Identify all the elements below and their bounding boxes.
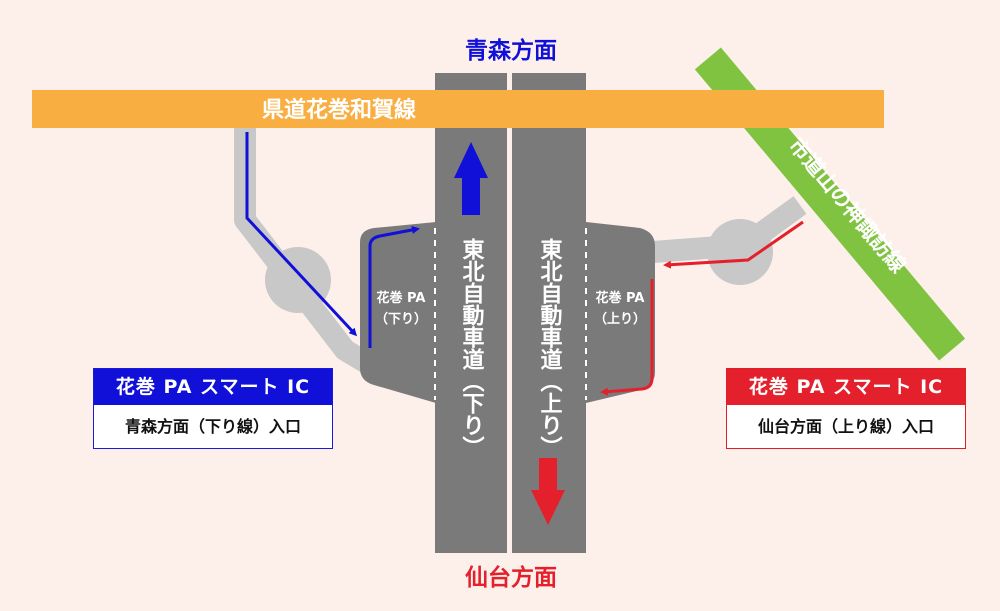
arrow-north-icon [454,142,488,215]
pa-up-label-line1: 花巻 PA [596,290,645,306]
up-entrance-box: 花巻 PA スマート IC 仙台方面（上り線）入口 [726,368,966,449]
up-entrance-title: 花巻 PA スマート IC [727,369,965,405]
pa-down-area [360,222,436,403]
north-direction-label: 青森方面 [465,37,557,64]
left-ramp-road [234,128,376,375]
right-ramp-road [639,196,807,285]
left-ramp-circle [265,247,331,313]
arrow-south-icon [531,458,565,525]
right-ramp-circle [707,219,773,285]
south-direction-label: 仙台方面 [465,564,557,591]
pa-down-label-line2: （下り） [375,311,427,327]
expressway-up-label: 東北自動車道（上り） [537,238,563,458]
down-entrance-title: 花巻 PA スマート IC [94,369,332,405]
blue-pa-line [368,225,420,348]
down-entrance-box: 花巻 PA スマート IC 青森方面（下り線）入口 [93,368,333,449]
prefectural-road [32,90,884,128]
expressway-down-label: 東北自動車道（下り） [459,238,485,458]
pa-up-label-line2: （上り） [594,311,646,327]
prefectural-road-label: 県道花巻和賀線 [262,97,416,123]
up-entrance-subtitle: 仙台方面（上り線）入口 [757,417,934,436]
blue-route-line [245,132,358,337]
red-pa-line [600,279,654,396]
red-route-line [663,220,804,269]
down-entrance-subtitle: 青森方面（下り線）入口 [124,417,301,436]
pa-down-label-line1: 花巻 PA [377,290,426,306]
city-road-label: 市道山の神諏訪線 [784,133,910,277]
pa-up-area [586,222,655,403]
